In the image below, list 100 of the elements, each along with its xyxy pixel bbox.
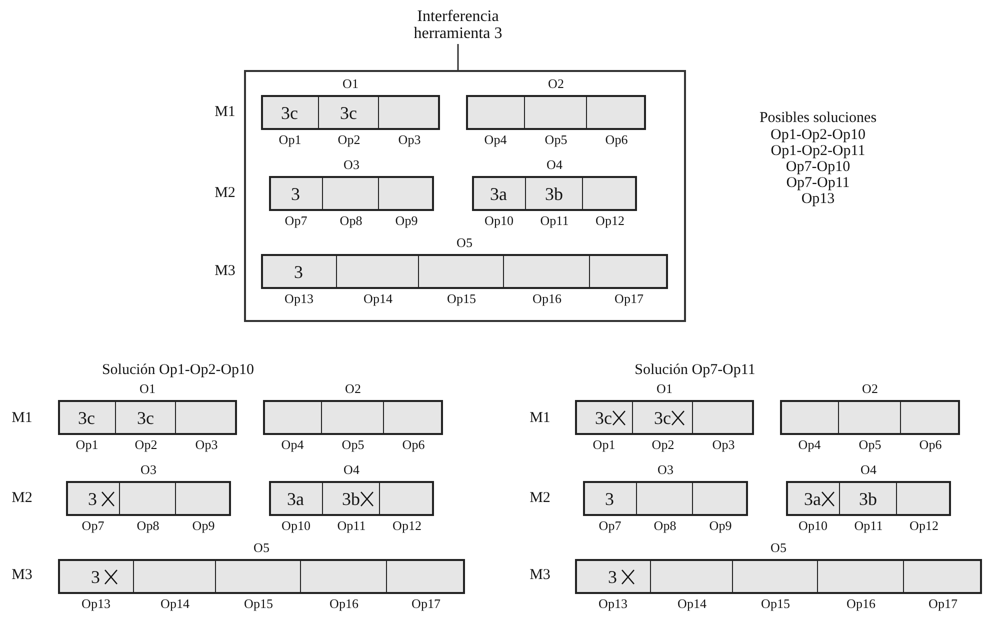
order-label: O1 [342, 77, 358, 91]
cell-text: 3c [281, 102, 298, 122]
row-label: M1 [530, 410, 550, 426]
operation-label: Op15 [761, 597, 790, 611]
order-label: O4 [344, 463, 360, 477]
operation-label: Op3 [712, 438, 735, 452]
operation-label: Op9 [709, 519, 732, 533]
cell-text: 3b [342, 488, 360, 508]
row-label: M3 [214, 263, 236, 279]
operation-label: Op8 [654, 519, 676, 533]
order-label: O2 [345, 382, 361, 396]
operation-label: Op12 [910, 519, 938, 533]
row-label: M1 [12, 410, 32, 426]
operation-label: Op14 [678, 597, 706, 611]
cell-text: 3 [291, 184, 300, 204]
operation-label: Op16 [330, 597, 358, 611]
operation-label: Op9 [192, 519, 215, 533]
operation-label: Op15 [447, 292, 476, 306]
note-text: Op7-Op10 [786, 159, 850, 175]
cell-text: 3a [287, 488, 304, 508]
operation-label: Op5 [544, 133, 568, 147]
cell-text: 3a [804, 488, 821, 508]
note-text: Op1-Op2-Op11 [770, 143, 866, 159]
operation-label: Op5 [342, 438, 364, 452]
operation-label: Op2 [652, 438, 674, 452]
operation-label: Op14 [160, 597, 190, 611]
operation-label: Op17 [928, 597, 958, 611]
operation-label: Op7 [82, 519, 104, 533]
cell-text: 3c [78, 408, 95, 428]
order-label: O3 [140, 463, 156, 477]
operation-label: Op7 [598, 519, 622, 533]
order-label: O2 [862, 382, 878, 396]
operation-label: Op17 [412, 597, 440, 611]
order-label: O3 [344, 158, 360, 172]
cell-text: 3c [595, 408, 612, 428]
annotation-text: Interferencia herramienta 3 [388, 8, 528, 42]
row-label: M1 [214, 104, 236, 120]
cell-text: 3a [490, 184, 507, 204]
operation-label: Op8 [136, 519, 160, 533]
operation-label: Op16 [846, 597, 876, 611]
operation-label: Op2 [134, 438, 158, 452]
operation-label: Op3 [398, 133, 421, 147]
note-text: Posibles soluciones [759, 110, 877, 126]
cell-text: 3 [605, 488, 614, 508]
operation-label: Op13 [82, 597, 110, 611]
operation-label: Op15 [244, 597, 273, 611]
operation-label: Op11 [854, 519, 883, 533]
operation-label: Op13 [598, 597, 628, 611]
row-label: M3 [12, 567, 32, 583]
operation-label: Op14 [364, 292, 392, 306]
row-label: M2 [12, 490, 32, 506]
order-label: O5 [254, 541, 270, 555]
cell-text: 3 [88, 488, 97, 508]
operation-label: Op5 [858, 438, 882, 452]
operation-label: Op3 [195, 438, 218, 452]
cell-text: 3c [137, 408, 154, 428]
cell-text: 3b [859, 488, 877, 508]
operation-label: Op4 [484, 133, 507, 147]
order-label: O5 [770, 541, 786, 555]
leader-line [457, 44, 459, 70]
order-label: O1 [656, 382, 672, 396]
operation-label: Op13 [284, 292, 314, 306]
panel-frame [244, 70, 686, 322]
row-label: M2 [530, 490, 550, 506]
note-text: Op1-Op2-Op10 [770, 127, 866, 143]
row-label: M3 [530, 567, 550, 583]
cell-text: 3 [294, 262, 303, 282]
operation-label: Op12 [392, 519, 422, 533]
note-text: Op13 [801, 191, 835, 207]
order-label: O4 [546, 158, 562, 172]
operation-label: Op9 [395, 214, 418, 228]
panel-title: Solución Op1-Op2-Op10 [102, 362, 254, 378]
operation-label: Op11 [540, 214, 569, 228]
operation-label: Op2 [338, 133, 360, 147]
operation-label: Op1 [592, 438, 616, 452]
operation-label: Op17 [614, 292, 644, 306]
operation-label: Op11 [337, 519, 366, 533]
order-label: O4 [860, 463, 876, 477]
operation-label: Op8 [340, 214, 362, 228]
cell-text: 3c [654, 408, 671, 428]
operation-label: Op6 [605, 133, 628, 147]
operation-label: Op10 [282, 519, 310, 533]
operation-label: Op10 [484, 214, 514, 228]
cell-text: 3 [608, 566, 617, 586]
operation-label: Op16 [532, 292, 562, 306]
operation-label: Op6 [402, 438, 425, 452]
note-text: Op7-Op11 [786, 175, 850, 191]
cell-text: 3 [91, 566, 100, 586]
panel-title: Solución Op7-Op11 [634, 362, 756, 378]
order-label: O2 [548, 77, 564, 91]
operation-label: Op1 [76, 438, 98, 452]
operation-label: Op1 [278, 133, 302, 147]
cell-text: 3c [340, 102, 357, 122]
operation-label: Op4 [281, 438, 304, 452]
operation-label: Op4 [798, 438, 821, 452]
operation-label: Op10 [798, 519, 828, 533]
cell-text: 3b [545, 184, 563, 204]
order-label: O5 [456, 236, 472, 250]
order-label: O1 [140, 382, 156, 396]
operation-label: Op12 [596, 214, 624, 228]
